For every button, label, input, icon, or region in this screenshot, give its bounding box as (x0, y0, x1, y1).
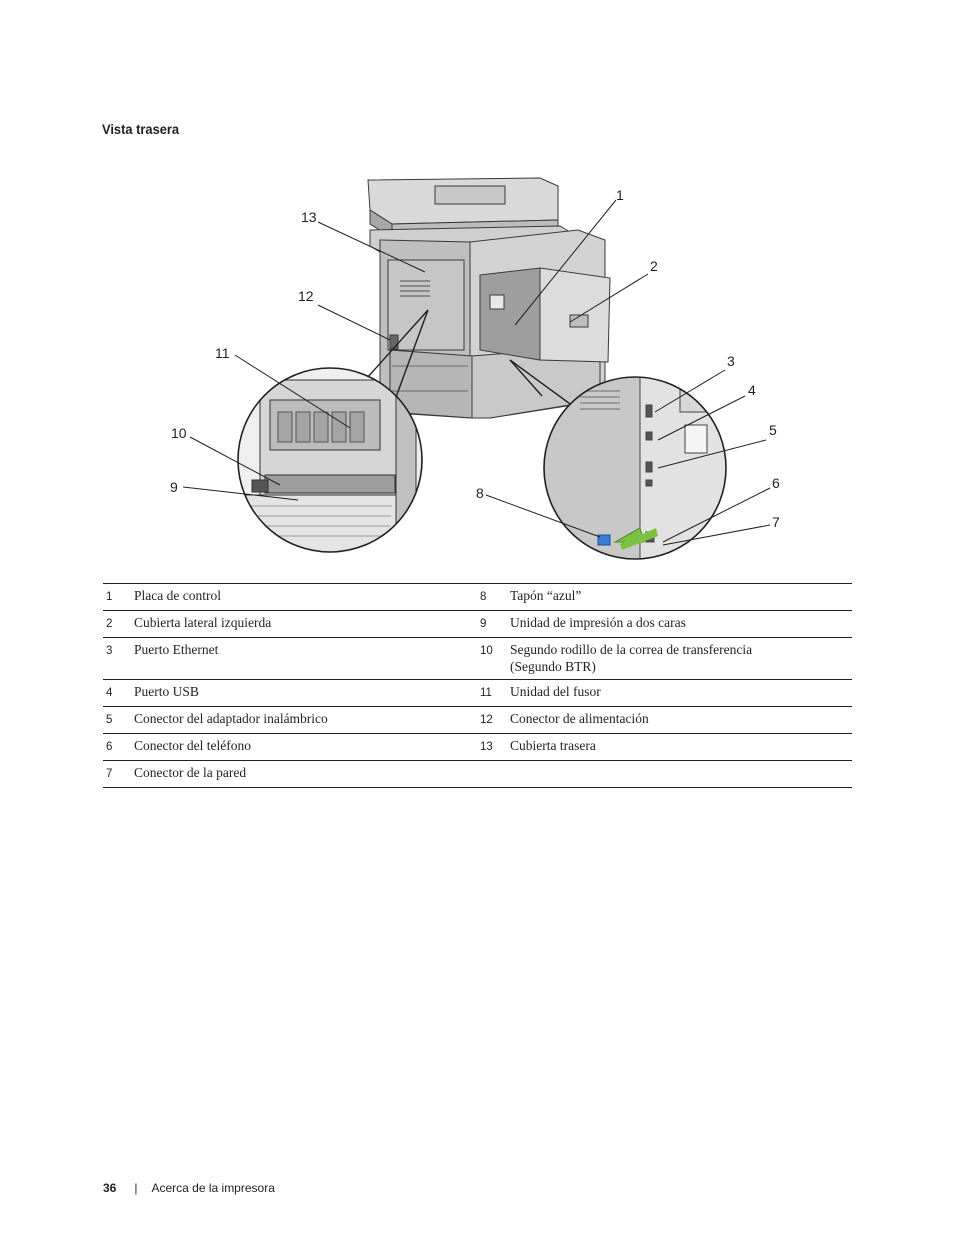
legend-label: Unidad del fusor (510, 679, 852, 707)
table-row: 3 Puerto Ethernet 10 Segundo rodillo de … (103, 637, 852, 680)
legend-number: 2 (103, 610, 134, 638)
page-number: 36 (103, 1181, 117, 1195)
chapter-title: Acerca de la impresora (151, 1181, 275, 1195)
table-row: 5 Conector del adaptador inalámbrico 12 … (103, 706, 852, 734)
callout-5: 5 (769, 422, 777, 438)
callout-6: 6 (772, 475, 780, 491)
printer-body (367, 177, 611, 419)
footer-separator: | (134, 1181, 138, 1195)
callout-7: 7 (772, 514, 780, 530)
callout-8: 8 (476, 485, 484, 501)
legend-label: Cubierta lateral izquierda (134, 610, 477, 638)
legend-label: Tapón “azul” (510, 588, 582, 603)
legend-label: Conector de alimentación (510, 706, 852, 734)
legend-label: Placa de control (134, 588, 221, 603)
legend-label: Puerto USB (134, 679, 477, 707)
legend-number: 7 (103, 760, 134, 788)
legend-number (477, 760, 510, 788)
table-row: 2 Cubierta lateral izquierda 9 Unidad de… (103, 610, 852, 638)
callout-9: 9 (170, 479, 178, 495)
table-row: 7 Conector de la pared (103, 760, 852, 788)
fuser-detail-circle (237, 367, 423, 553)
printer-rear-view-illustration: 1 2 3 4 5 6 7 8 9 10 11 12 13 (170, 177, 780, 560)
legend-label-line: Segundo rodillo de la correa de transfer… (510, 642, 753, 657)
legend-number: 9 (477, 610, 510, 638)
legend-label: Segundo rodillo de la correa de transfer… (510, 637, 852, 680)
table-row: 4 Puerto USB 11 Unidad del fusor (103, 679, 852, 707)
callout-4: 4 (748, 382, 756, 398)
legend-label: Conector del teléfono (134, 733, 477, 761)
callout-10: 10 (171, 425, 187, 441)
callout-2: 2 (650, 258, 658, 274)
table-row: 6 Conector del teléfono 13 Cubierta tras… (103, 733, 852, 761)
section-title: Vista trasera (102, 121, 180, 137)
callout-3: 3 (727, 353, 735, 369)
legend-number: 12 (477, 706, 510, 734)
leader-lines (182, 199, 771, 546)
callout-11: 11 (215, 345, 230, 361)
legend-number: 8 (480, 591, 487, 603)
legend-label (510, 760, 852, 788)
legend-number: 1 (106, 591, 113, 603)
callout-13: 13 (301, 209, 317, 225)
legend-label: Conector de la pared (134, 760, 477, 788)
legend-label: Cubierta trasera (510, 733, 852, 761)
legend-number: 4 (103, 679, 134, 707)
table-row: 1 Placa de control 8 Tapón “azul” (103, 584, 852, 611)
legend-number: 13 (477, 733, 510, 761)
legend-number: 6 (103, 733, 134, 761)
legend-label: Puerto Ethernet (134, 637, 477, 680)
legend-number: 10 (477, 637, 510, 680)
legend-label: Unidad de impresión a dos caras (510, 610, 852, 638)
legend-table: 1 Placa de control 8 Tapón “azul” 2 Cubi… (103, 583, 852, 788)
callout-12: 12 (298, 288, 314, 304)
legend-number: 11 (477, 679, 510, 707)
callout-1: 1 (616, 187, 624, 203)
legend-label: Conector del adaptador inalámbrico (134, 706, 477, 734)
legend-number: 5 (103, 706, 134, 734)
legend-number: 3 (103, 637, 134, 680)
legend-label-line: (Segundo BTR) (510, 659, 596, 674)
page-footer: 36 | Acerca de la impresora (103, 1181, 275, 1195)
